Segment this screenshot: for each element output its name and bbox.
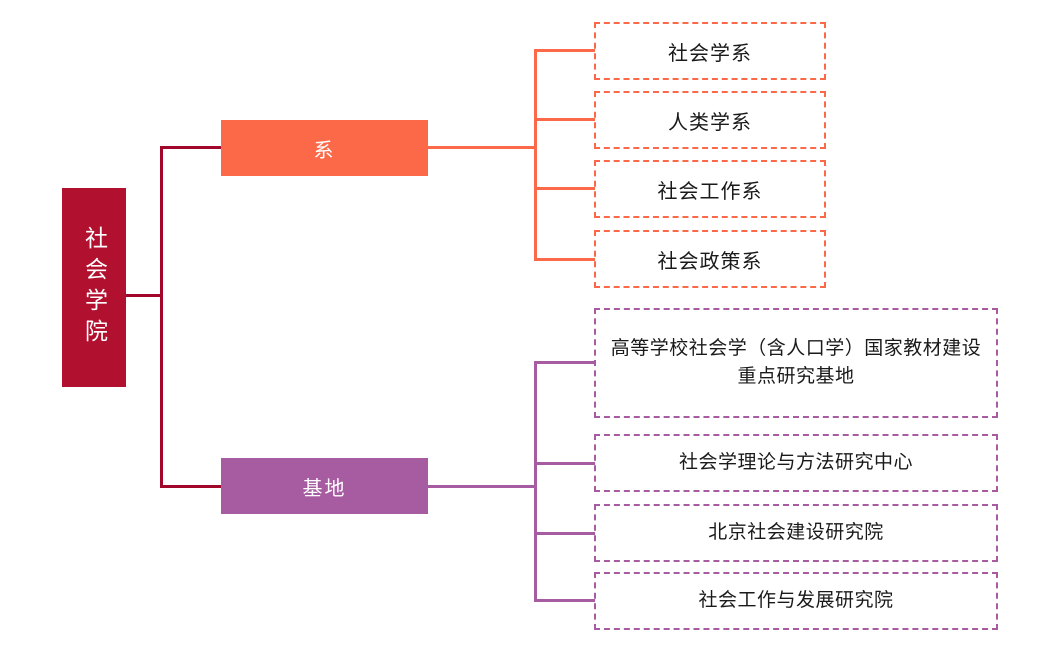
connector-bases-branch-2 bbox=[534, 462, 595, 465]
leaf-box-base-4[interactable]: 社会工作与发展研究院 bbox=[594, 572, 998, 630]
connector-bases-branch-4 bbox=[534, 599, 595, 602]
branch-node-departments-label: 系 bbox=[313, 139, 336, 162]
connector-bases-stub bbox=[428, 485, 536, 488]
connector-departments-branch-1 bbox=[534, 49, 595, 52]
connector-bases-trunk bbox=[534, 361, 537, 601]
connector-departments-branch-3 bbox=[534, 187, 595, 190]
root-node-label: 社会学院 bbox=[81, 225, 107, 350]
leaf-label-department-4: 社会政策系 bbox=[657, 250, 763, 273]
leaf-label-department-3: 社会工作系 bbox=[657, 180, 763, 203]
connector-root-to-departments bbox=[160, 146, 222, 149]
connector-departments-stub bbox=[428, 146, 536, 149]
branch-node-departments[interactable]: 系 bbox=[221, 120, 428, 176]
leaf-label-base-3: 北京社会建设研究院 bbox=[708, 521, 884, 543]
leaf-box-department-2[interactable]: 人类学系 bbox=[594, 91, 826, 149]
connector-root-trunk bbox=[160, 146, 163, 488]
leaf-box-base-1[interactable]: 高等学校社会学（含人口学）国家教材建设重点研究基地 bbox=[594, 308, 998, 418]
leaf-box-base-2[interactable]: 社会学理论与方法研究中心 bbox=[594, 434, 998, 492]
connector-root-stub bbox=[126, 294, 163, 297]
leaf-box-department-4[interactable]: 社会政策系 bbox=[594, 230, 826, 288]
connector-departments-branch-4 bbox=[534, 258, 595, 261]
leaf-box-department-3[interactable]: 社会工作系 bbox=[594, 160, 826, 218]
leaf-box-base-3[interactable]: 北京社会建设研究院 bbox=[594, 504, 998, 562]
leaf-label-base-1: 高等学校社会学（含人口学）国家教材建设重点研究基地 bbox=[610, 337, 982, 388]
branch-node-bases[interactable]: 基地 bbox=[221, 458, 428, 514]
branch-node-bases-label: 基地 bbox=[302, 477, 347, 500]
leaf-box-department-1[interactable]: 社会学系 bbox=[594, 22, 826, 80]
root-node-school[interactable]: 社会学院 bbox=[62, 188, 126, 387]
connector-root-to-bases bbox=[160, 485, 222, 488]
leaf-label-base-4: 社会工作与发展研究院 bbox=[698, 589, 894, 611]
connector-departments-trunk bbox=[534, 49, 537, 261]
connector-bases-branch-3 bbox=[534, 532, 595, 535]
leaf-label-base-2: 社会学理论与方法研究中心 bbox=[678, 451, 913, 473]
leaf-label-department-2: 人类学系 bbox=[668, 111, 752, 134]
leaf-label-department-1: 社会学系 bbox=[668, 42, 752, 65]
connector-departments-branch-2 bbox=[534, 118, 595, 121]
connector-bases-branch-1 bbox=[534, 361, 595, 364]
